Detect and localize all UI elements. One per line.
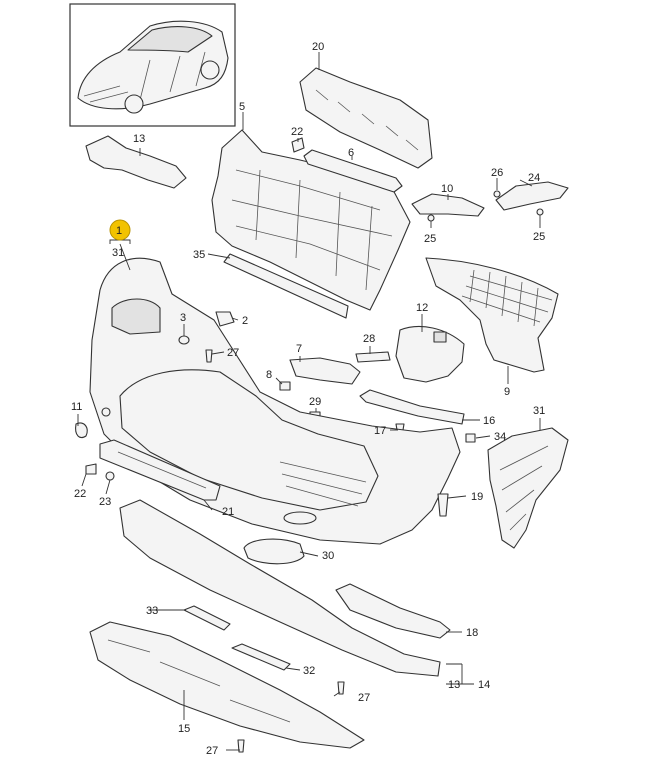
- part-16-trim[interactable]: [359, 389, 465, 425]
- callout-25-left[interactable]: 25: [424, 233, 436, 245]
- callout-16[interactable]: 16: [483, 415, 495, 427]
- part-6-slat[interactable]: [303, 149, 403, 193]
- callout-22-top[interactable]: 22: [291, 126, 303, 138]
- part-9-grille[interactable]: [425, 257, 559, 373]
- part-26-clip[interactable]: [493, 190, 501, 198]
- part-15-underbody[interactable]: [89, 621, 365, 749]
- callout-25-right[interactable]: 25: [533, 231, 545, 243]
- callout-18[interactable]: 18: [466, 627, 478, 639]
- vehicle-inset: [69, 3, 236, 127]
- callout-labels: 1 31 20 5 13 22 6 10 26 24 25 25 35 3 2 …: [71, 41, 545, 757]
- callout-27-a[interactable]: 27: [227, 347, 239, 359]
- callout-9[interactable]: 9: [504, 386, 510, 398]
- part-18-lip[interactable]: [335, 583, 451, 639]
- callout-29[interactable]: 29: [309, 396, 321, 408]
- callout-17[interactable]: 17: [374, 425, 386, 437]
- part-13-bracket[interactable]: [85, 135, 187, 189]
- part-34-clip[interactable]: [465, 433, 476, 443]
- part-22-bolt-top[interactable]: [291, 137, 305, 153]
- part-3-grommet[interactable]: [178, 335, 190, 345]
- part-24-bracket[interactable]: [495, 181, 569, 211]
- callout-11[interactable]: 11: [71, 401, 82, 413]
- callout-27-c[interactable]: 27: [206, 745, 218, 757]
- callout-13-bottom[interactable]: 13: [448, 679, 460, 691]
- part-30-ring[interactable]: [243, 538, 305, 565]
- part-19-screw[interactable]: [437, 493, 449, 517]
- callout-8[interactable]: 8: [266, 369, 272, 381]
- part-25-screw-right[interactable]: [536, 208, 544, 216]
- callout-33[interactable]: 33: [146, 605, 158, 617]
- callout-26[interactable]: 26: [491, 167, 503, 179]
- callout-15[interactable]: 15: [178, 723, 190, 735]
- leader-lines: [77, 52, 541, 751]
- part-2-plug[interactable]: [215, 311, 235, 327]
- part-5-carrier[interactable]: [211, 129, 411, 311]
- highlight-marker: [109, 219, 131, 241]
- part-11-sensor[interactable]: [75, 422, 88, 439]
- part-25-screw-left[interactable]: [427, 214, 435, 222]
- callout-3[interactable]: 3: [180, 312, 186, 324]
- callout-6[interactable]: 6: [348, 147, 354, 159]
- part-27-screw-b[interactable]: [337, 681, 345, 695]
- callout-14[interactable]: 14: [478, 679, 490, 691]
- part-27-screw-a[interactable]: [205, 349, 213, 363]
- callout-19[interactable]: 19: [471, 491, 483, 503]
- part-21-plate-holder[interactable]: [99, 439, 221, 501]
- callout-13-top[interactable]: 13: [133, 133, 145, 145]
- callout-24[interactable]: 24: [528, 172, 540, 184]
- part-13-14-spoiler[interactable]: [119, 499, 441, 677]
- callout-32[interactable]: 32: [303, 665, 315, 677]
- callout-31-right[interactable]: 31: [533, 405, 545, 417]
- callout-21[interactable]: 21: [222, 506, 234, 518]
- callout-10[interactable]: 10: [441, 183, 453, 195]
- part-20-absorber[interactable]: [299, 67, 433, 169]
- callout-23[interactable]: 23: [99, 496, 111, 508]
- callout-31-top[interactable]: 31: [112, 247, 124, 259]
- callout-34[interactable]: 34: [494, 431, 506, 443]
- part-31-side-bracket[interactable]: [487, 427, 569, 549]
- part-27-screw-c[interactable]: [237, 739, 245, 753]
- callout-22-left[interactable]: 22: [74, 488, 86, 500]
- callout-35[interactable]: 35: [193, 249, 205, 261]
- part-10-bracket[interactable]: [411, 193, 485, 217]
- callout-2[interactable]: 2: [242, 315, 248, 327]
- part-7-bracket[interactable]: [289, 357, 361, 385]
- callout-30[interactable]: 30: [322, 550, 334, 562]
- part-12-cover[interactable]: [395, 325, 465, 383]
- callout-7[interactable]: 7: [296, 343, 302, 355]
- part-22-bolt-left[interactable]: [85, 463, 97, 475]
- callout-27-b[interactable]: 27: [358, 692, 370, 704]
- part-32-strip[interactable]: [231, 643, 291, 671]
- callout-12[interactable]: 12: [416, 302, 428, 314]
- part-23-nut[interactable]: [105, 471, 115, 481]
- callout-28[interactable]: 28: [363, 333, 375, 345]
- part-35-strip[interactable]: [223, 253, 349, 319]
- callout-20[interactable]: 20: [312, 41, 324, 53]
- part-1-lower-opening: [119, 369, 379, 511]
- callout-1[interactable]: 1: [116, 225, 122, 237]
- callout-5[interactable]: 5: [239, 101, 245, 113]
- part-33-strip[interactable]: [183, 605, 231, 631]
- part-28-strip[interactable]: [355, 351, 391, 363]
